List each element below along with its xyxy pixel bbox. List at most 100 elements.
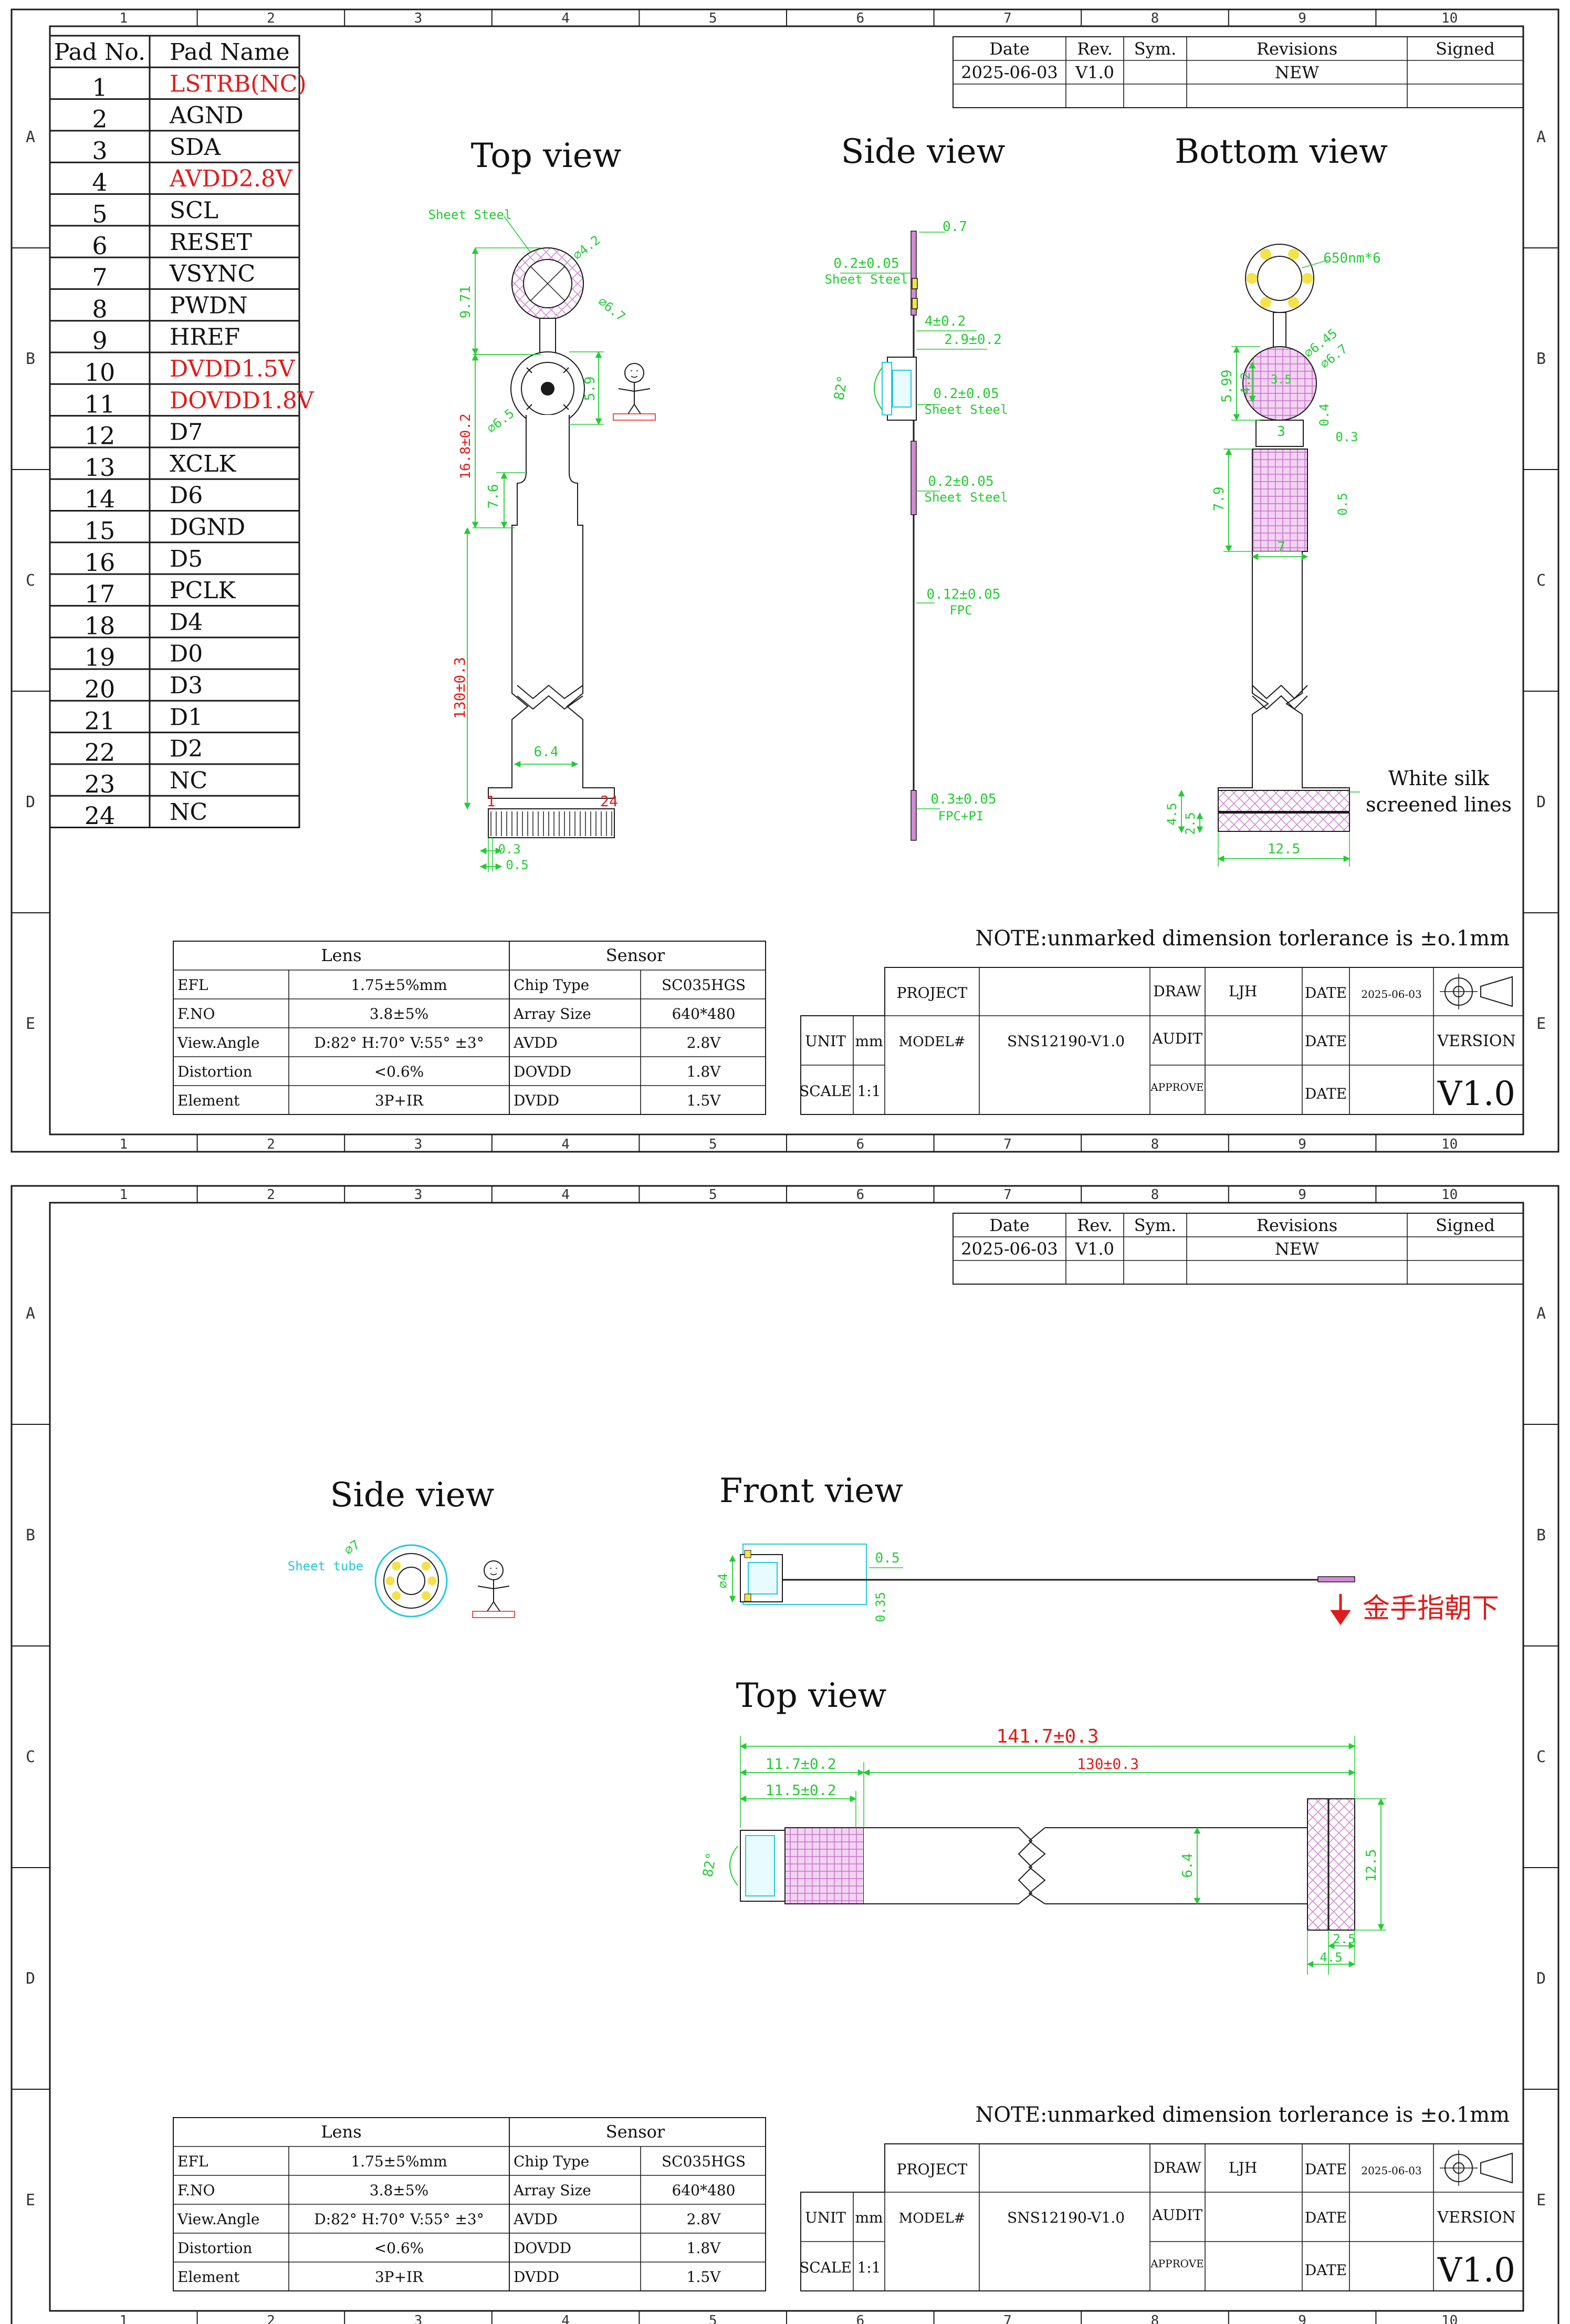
- width-2-5: 2.5: [1333, 1932, 1355, 1946]
- column-zone-label: 3: [414, 2313, 423, 2324]
- pad-name: D7: [170, 419, 203, 446]
- pad-number: 15: [85, 517, 116, 545]
- pad-name: PWDN: [170, 292, 248, 319]
- holder-notches: [526, 367, 569, 410]
- neck-b: [1255, 420, 1304, 447]
- spec-key: F.NO: [177, 1005, 215, 1023]
- column-zone-label: 6: [856, 11, 864, 26]
- angle-arc: [729, 1846, 738, 1886]
- revision-cell: V1.0: [1075, 1239, 1114, 1259]
- spec-value: 640*480: [672, 1005, 736, 1023]
- column-zone-label: 2: [267, 1187, 275, 1203]
- scale-label: SCALE: [799, 1082, 852, 1100]
- spec-key: Element: [177, 1092, 240, 1109]
- spec-key: DVDD: [514, 1092, 559, 1109]
- fpc-outline: [488, 415, 615, 799]
- led-dot: [392, 1561, 401, 1571]
- length-11-7: 11.7±0.2: [766, 1755, 836, 1773]
- revision-cell: NEW: [1275, 1239, 1319, 1259]
- person-face: [631, 370, 638, 378]
- sensor-header: Sensor: [606, 2122, 665, 2142]
- dim-0-3: 0.3: [1335, 430, 1358, 444]
- unit-value: mm: [855, 2209, 883, 2226]
- revision-header: Revisions: [1257, 39, 1337, 59]
- revision-table-border: [953, 36, 1524, 108]
- scale-value: 1:1: [857, 2259, 881, 2276]
- sheet2-side-view-title: Side view: [330, 1476, 495, 1515]
- front-0-5: 0.5: [875, 1550, 900, 1566]
- pad: [744, 1550, 751, 1558]
- pad-number: 24: [85, 801, 116, 830]
- led-dot: [1260, 248, 1271, 260]
- pad-name: HREF: [170, 324, 240, 351]
- row-zone-label: B: [1536, 1526, 1546, 1545]
- column-zone-label: 7: [1003, 2313, 1012, 2324]
- pad-number: 8: [92, 295, 107, 323]
- revision-header: Signed: [1436, 1215, 1495, 1235]
- length-130: 130±0.3: [1077, 1755, 1139, 1773]
- drawer-name: LJH: [1229, 2159, 1257, 2176]
- pad-number: 3: [92, 137, 107, 165]
- spec-value: 1.5V: [687, 2268, 721, 2286]
- audit-label: AUDIT: [1152, 1030, 1202, 1047]
- column-zone-label: 8: [1151, 1137, 1159, 1152]
- side-0-7: 0.7: [943, 219, 967, 235]
- spec-key: AVDD: [513, 1034, 558, 1051]
- height-7-6: 7.6: [486, 484, 501, 509]
- row-zone-label: A: [1536, 128, 1546, 147]
- part: [912, 298, 918, 309]
- column-zone-label: 2: [267, 2313, 275, 2324]
- holder-dimension: ⌀6.5: [484, 406, 517, 436]
- front-4: ⌀4: [716, 1573, 730, 1589]
- version-label: VERSION: [1437, 1032, 1515, 1050]
- row-zone-label: A: [1536, 1305, 1546, 1323]
- pad-number: 1: [92, 73, 107, 101]
- pad-number: 23: [85, 770, 116, 798]
- tube-7: ⌀7: [342, 1537, 363, 1558]
- spec-value: 1.5V: [687, 1092, 721, 1109]
- spec-key: AVDD: [513, 2211, 558, 2228]
- pad-name: D5: [170, 546, 203, 572]
- revision-header: Sym.: [1134, 39, 1177, 59]
- pad-number: 2: [92, 105, 107, 133]
- column-zone-label: 3: [414, 11, 423, 26]
- scale-value: 1:1: [857, 1082, 881, 1100]
- width-6-4: 6.4: [1180, 1853, 1196, 1878]
- fpc-body: [1218, 551, 1350, 812]
- approve-label: APPROVE: [1150, 1081, 1204, 1093]
- column-zone-label: 8: [1151, 2313, 1159, 2324]
- spec-value: SC035HGS: [662, 976, 746, 994]
- model-value: SNS12190-V1.0: [1007, 1033, 1125, 1050]
- spec-value: D:82° H:70° V:55° ±3°: [314, 1034, 484, 1051]
- length-130: 130±0.3: [451, 657, 468, 719]
- column-zone-label: 10: [1441, 2313, 1458, 2324]
- led-dot: [385, 1576, 395, 1586]
- person-head: [484, 1560, 504, 1580]
- led-spec: 650nm*6: [1323, 251, 1381, 266]
- width-4-5: 4.5: [1320, 1950, 1342, 1965]
- spec-key: Array Size: [513, 2182, 591, 2199]
- row-zone-label: C: [26, 1748, 35, 1766]
- spec-value: 1.75±5%mm: [351, 976, 447, 994]
- column-zone-label: 8: [1151, 11, 1159, 26]
- column-zone-label: 5: [709, 1137, 717, 1152]
- pad-number: 4: [92, 168, 107, 196]
- break-line: [517, 684, 583, 710]
- pad-number: 6: [92, 232, 107, 260]
- revision-cell: V1.0: [1075, 62, 1114, 82]
- flex-grid: [784, 1827, 864, 1904]
- revision-header: Revisions: [1257, 1215, 1337, 1235]
- spec-key: View.Angle: [177, 2211, 260, 2228]
- stiffener: [910, 790, 917, 841]
- model-label: MODEL#: [899, 2211, 966, 2226]
- pad-name: SDA: [170, 134, 221, 161]
- view-angle-arc: [874, 367, 883, 410]
- column-zone-label: 1: [119, 1187, 128, 1203]
- unit-label: UNIT: [805, 1033, 846, 1050]
- column-zone-label: 1: [119, 11, 128, 26]
- projection-cone: [1480, 976, 1513, 1007]
- sheet2-person-icon: [472, 1560, 515, 1618]
- project-label: PROJECT: [897, 984, 968, 1002]
- pad-number: 18: [85, 611, 116, 640]
